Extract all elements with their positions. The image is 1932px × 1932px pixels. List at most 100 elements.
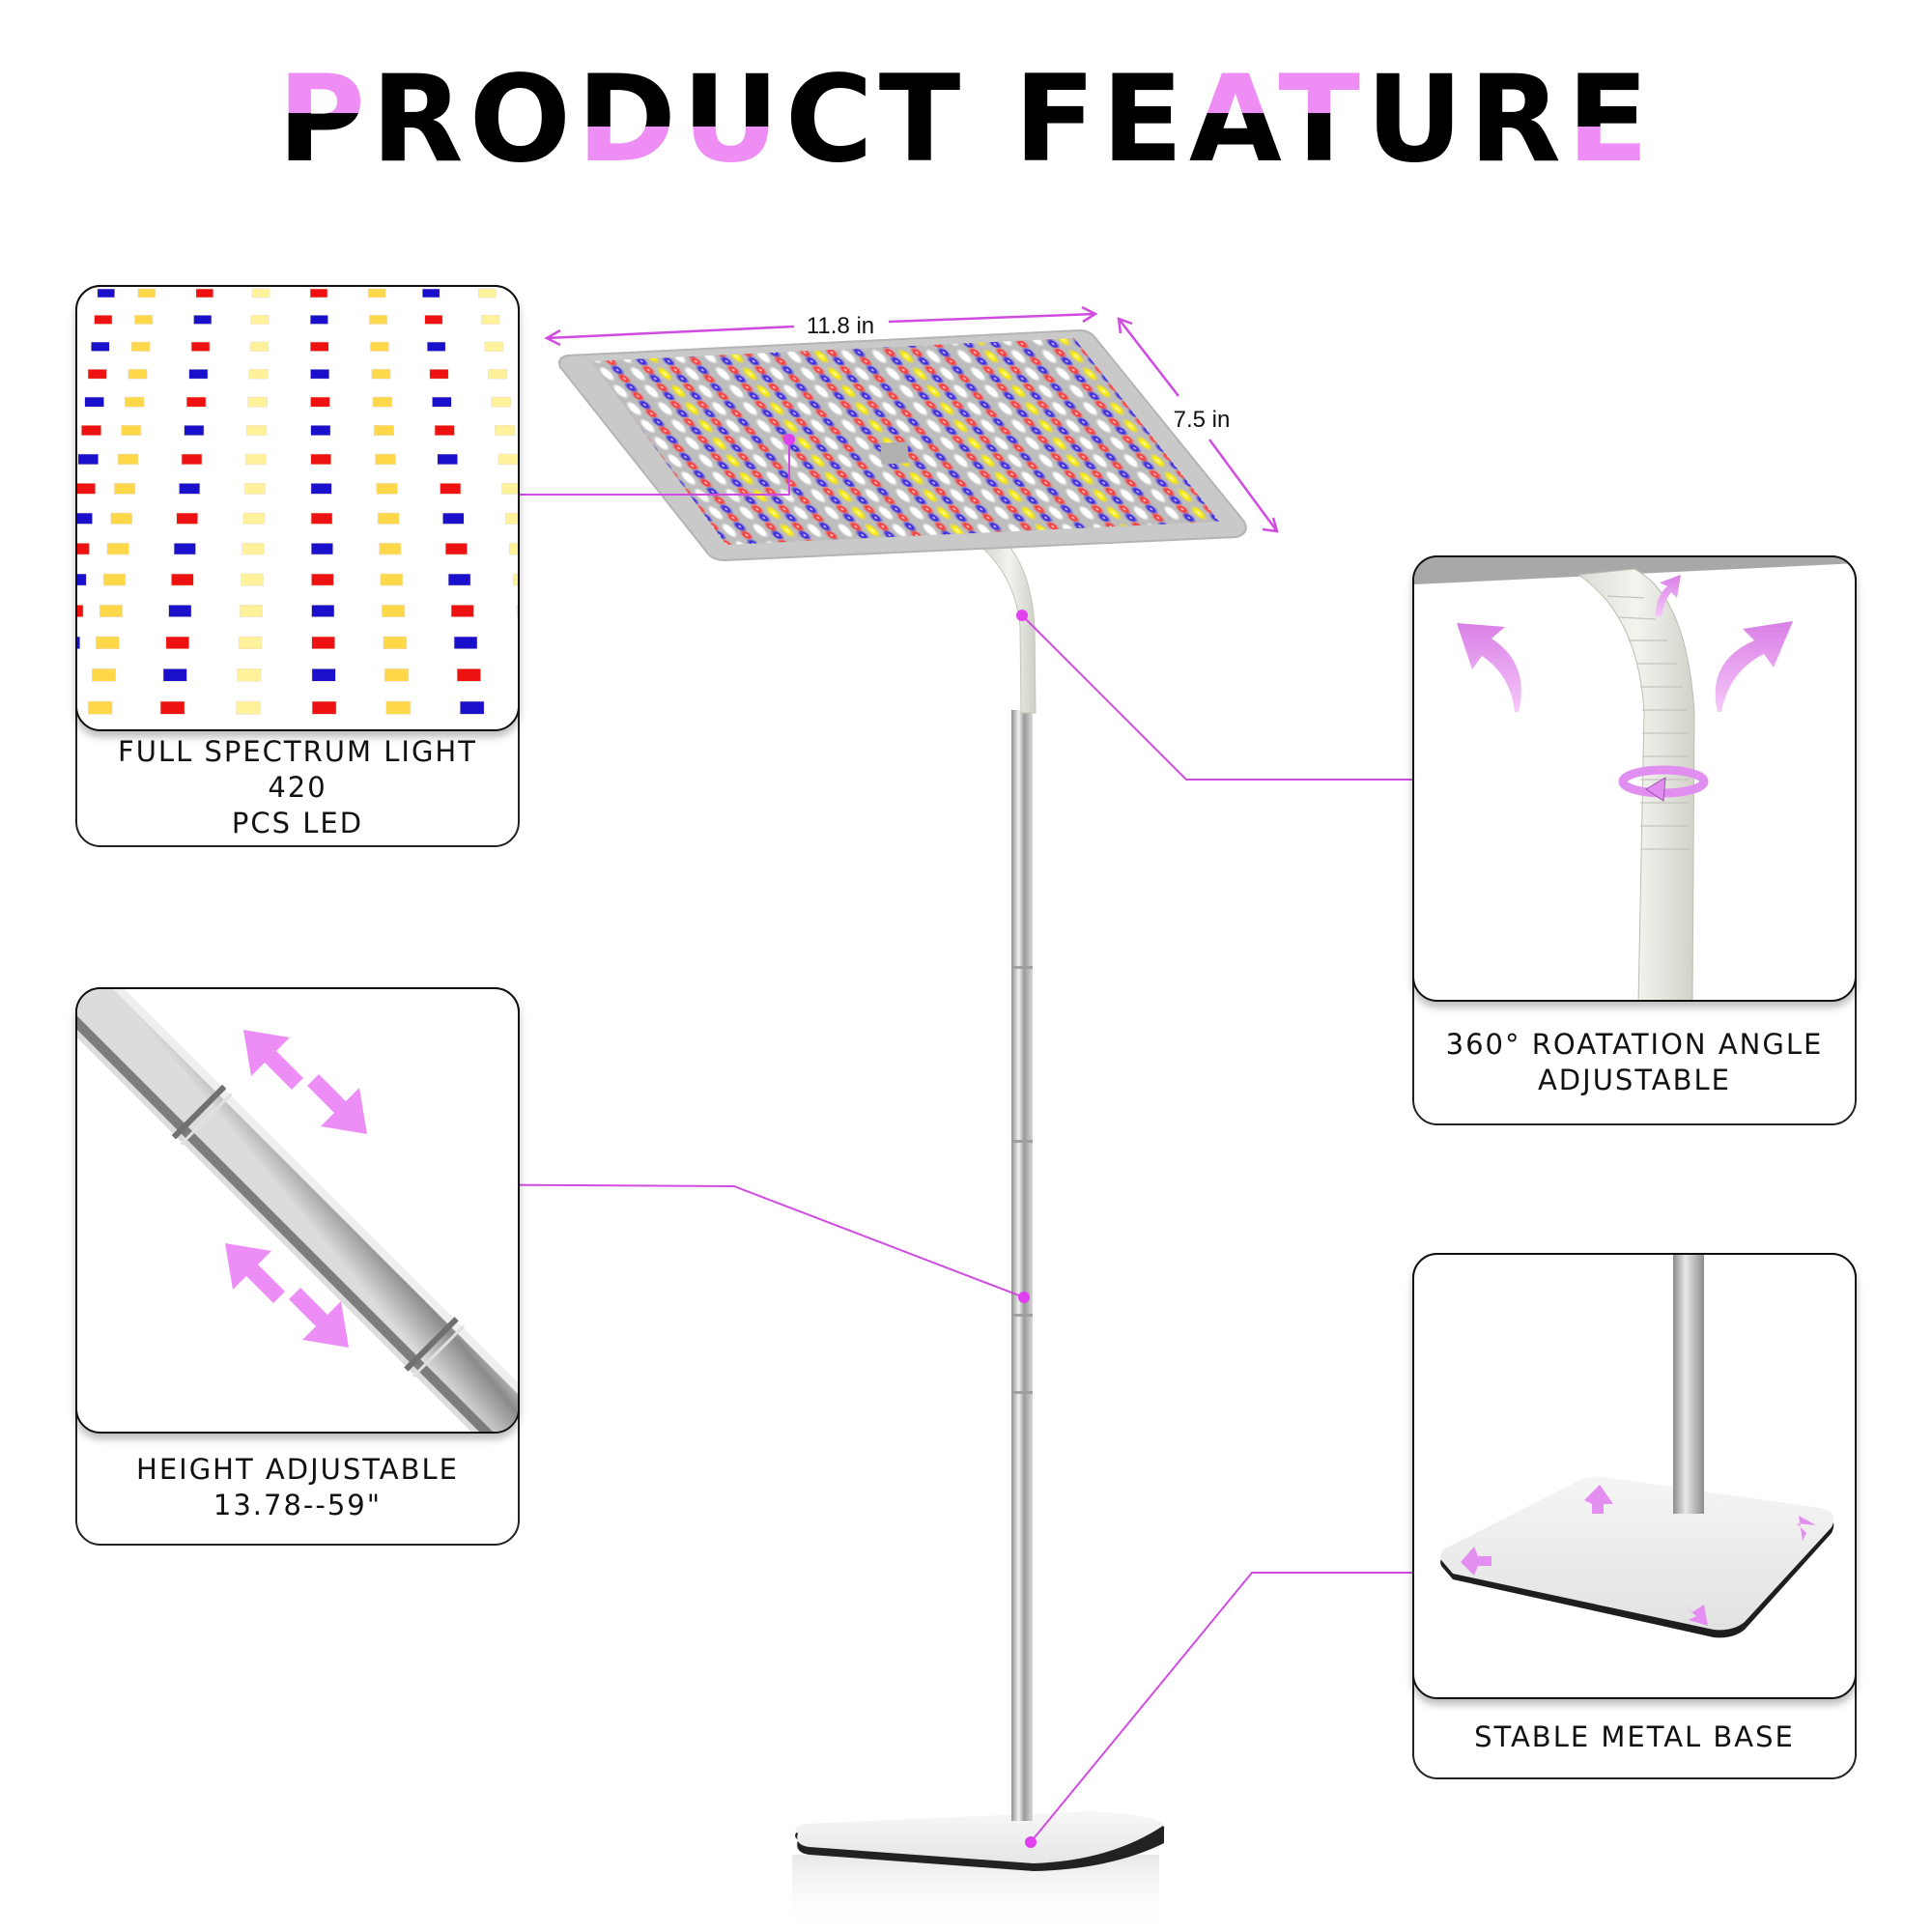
- led-chip: [377, 512, 400, 525]
- led-chip: [130, 341, 151, 352]
- led-chip: [311, 668, 336, 682]
- led-chip: [310, 512, 333, 525]
- led-chip: [239, 604, 264, 617]
- dot-pole: [1018, 1292, 1030, 1303]
- led-chip: [310, 482, 332, 495]
- base-pole: [1673, 1255, 1704, 1514]
- dot-base: [1025, 1836, 1037, 1848]
- led-chip: [368, 314, 388, 325]
- led-chip: [447, 573, 471, 586]
- led-chip: [505, 512, 518, 525]
- led-chip: [495, 424, 516, 437]
- led-chip: [383, 636, 408, 650]
- led-chip: [309, 314, 328, 325]
- led-chip: [384, 668, 410, 682]
- led-chip: [309, 341, 329, 352]
- stand-base: [795, 1811, 1165, 1871]
- led-chip: [508, 542, 518, 555]
- led-chip: [242, 512, 266, 525]
- led-chip: [179, 482, 201, 495]
- title-segment: DU: [577, 50, 785, 189]
- gooseneck: [982, 540, 1037, 714]
- led-chip: [488, 368, 508, 380]
- led-chip: [248, 368, 269, 380]
- double-arrow-icon: [225, 1030, 367, 1348]
- gooseneck-rotate-icon: [1414, 557, 1855, 1000]
- led-chip: [134, 314, 154, 325]
- led-chip: [382, 604, 406, 617]
- led-chip: [195, 288, 214, 298]
- led-chip: [376, 482, 398, 495]
- led-chip: [450, 604, 474, 617]
- square-base-icon: [1440, 1255, 1834, 1638]
- led-chip: [250, 314, 270, 325]
- led-chip: [310, 542, 333, 555]
- outward-arrows-icon: [1461, 1485, 1816, 1626]
- dot-led: [783, 434, 795, 445]
- led-chip: [159, 700, 185, 715]
- led-chip: [310, 396, 330, 408]
- led-chip: [380, 573, 404, 586]
- led-chip: [385, 700, 412, 715]
- led-chip: [168, 604, 192, 617]
- led-chip: [77, 512, 93, 525]
- led-chip: [77, 482, 97, 495]
- title-segment: P: [277, 50, 372, 189]
- led-chip: [491, 396, 512, 408]
- led-chip: [516, 604, 518, 617]
- label-line: PCS LED: [231, 806, 364, 839]
- label-line: STABLE METAL BASE: [1474, 1720, 1795, 1753]
- dimension-width: [544, 305, 1098, 347]
- led-chip: [379, 542, 402, 555]
- led-chip: [310, 424, 331, 437]
- led-chip: [162, 668, 187, 682]
- led-chip: [311, 636, 336, 650]
- led-chip: [91, 341, 110, 352]
- feature-label: STABLE METAL BASE: [1414, 1697, 1855, 1777]
- base-closeup-image: [1412, 1253, 1857, 1699]
- led-chip: [434, 424, 455, 437]
- led-chip: [188, 368, 209, 380]
- led-chip: [238, 636, 263, 650]
- led-chip: [236, 700, 261, 715]
- led-chip: [193, 314, 213, 325]
- led-chip: [190, 341, 211, 352]
- led-chip: [310, 453, 332, 466]
- label-line: HEIGHT ADJUSTABLE: [136, 1453, 459, 1486]
- led-chip: [243, 482, 266, 495]
- led-chip: [242, 542, 265, 555]
- led-chip: [371, 368, 391, 380]
- label-line: 360° ROATATION ANGLE: [1445, 1028, 1824, 1061]
- callout-connectors: [395, 441, 1492, 1843]
- led-chip: [77, 542, 90, 555]
- led-chip: [249, 341, 270, 352]
- title-segment: UR: [1365, 50, 1567, 189]
- led-chip: [372, 396, 393, 408]
- led-chip: [370, 341, 389, 352]
- led-chip: [173, 542, 196, 555]
- led-chip: [87, 700, 113, 715]
- led-chip: [251, 288, 270, 298]
- led-chip: [176, 512, 199, 525]
- led-chip: [459, 700, 485, 715]
- rotate-arrow-icon: [1618, 765, 1709, 802]
- led-chip: [114, 482, 136, 495]
- led-chip: [184, 424, 205, 437]
- led-chip: [165, 636, 190, 650]
- led-chip: [437, 453, 459, 466]
- pole-closeup-image: [75, 987, 520, 1434]
- title-segment: AT: [1188, 50, 1366, 189]
- feature-card-base: STABLE METAL BASE: [1412, 1253, 1857, 1779]
- led-chip: [128, 368, 148, 380]
- label-line: FULL SPECTRUM LIGHT 420: [118, 734, 477, 804]
- led-chip: [99, 604, 123, 617]
- led-chip: [456, 668, 481, 682]
- title-segment: RO: [371, 50, 578, 189]
- gooseneck-closeup-image: [1412, 555, 1857, 1002]
- led-chip: [373, 424, 394, 437]
- led-chip: [477, 288, 497, 298]
- led-chip: [311, 573, 334, 586]
